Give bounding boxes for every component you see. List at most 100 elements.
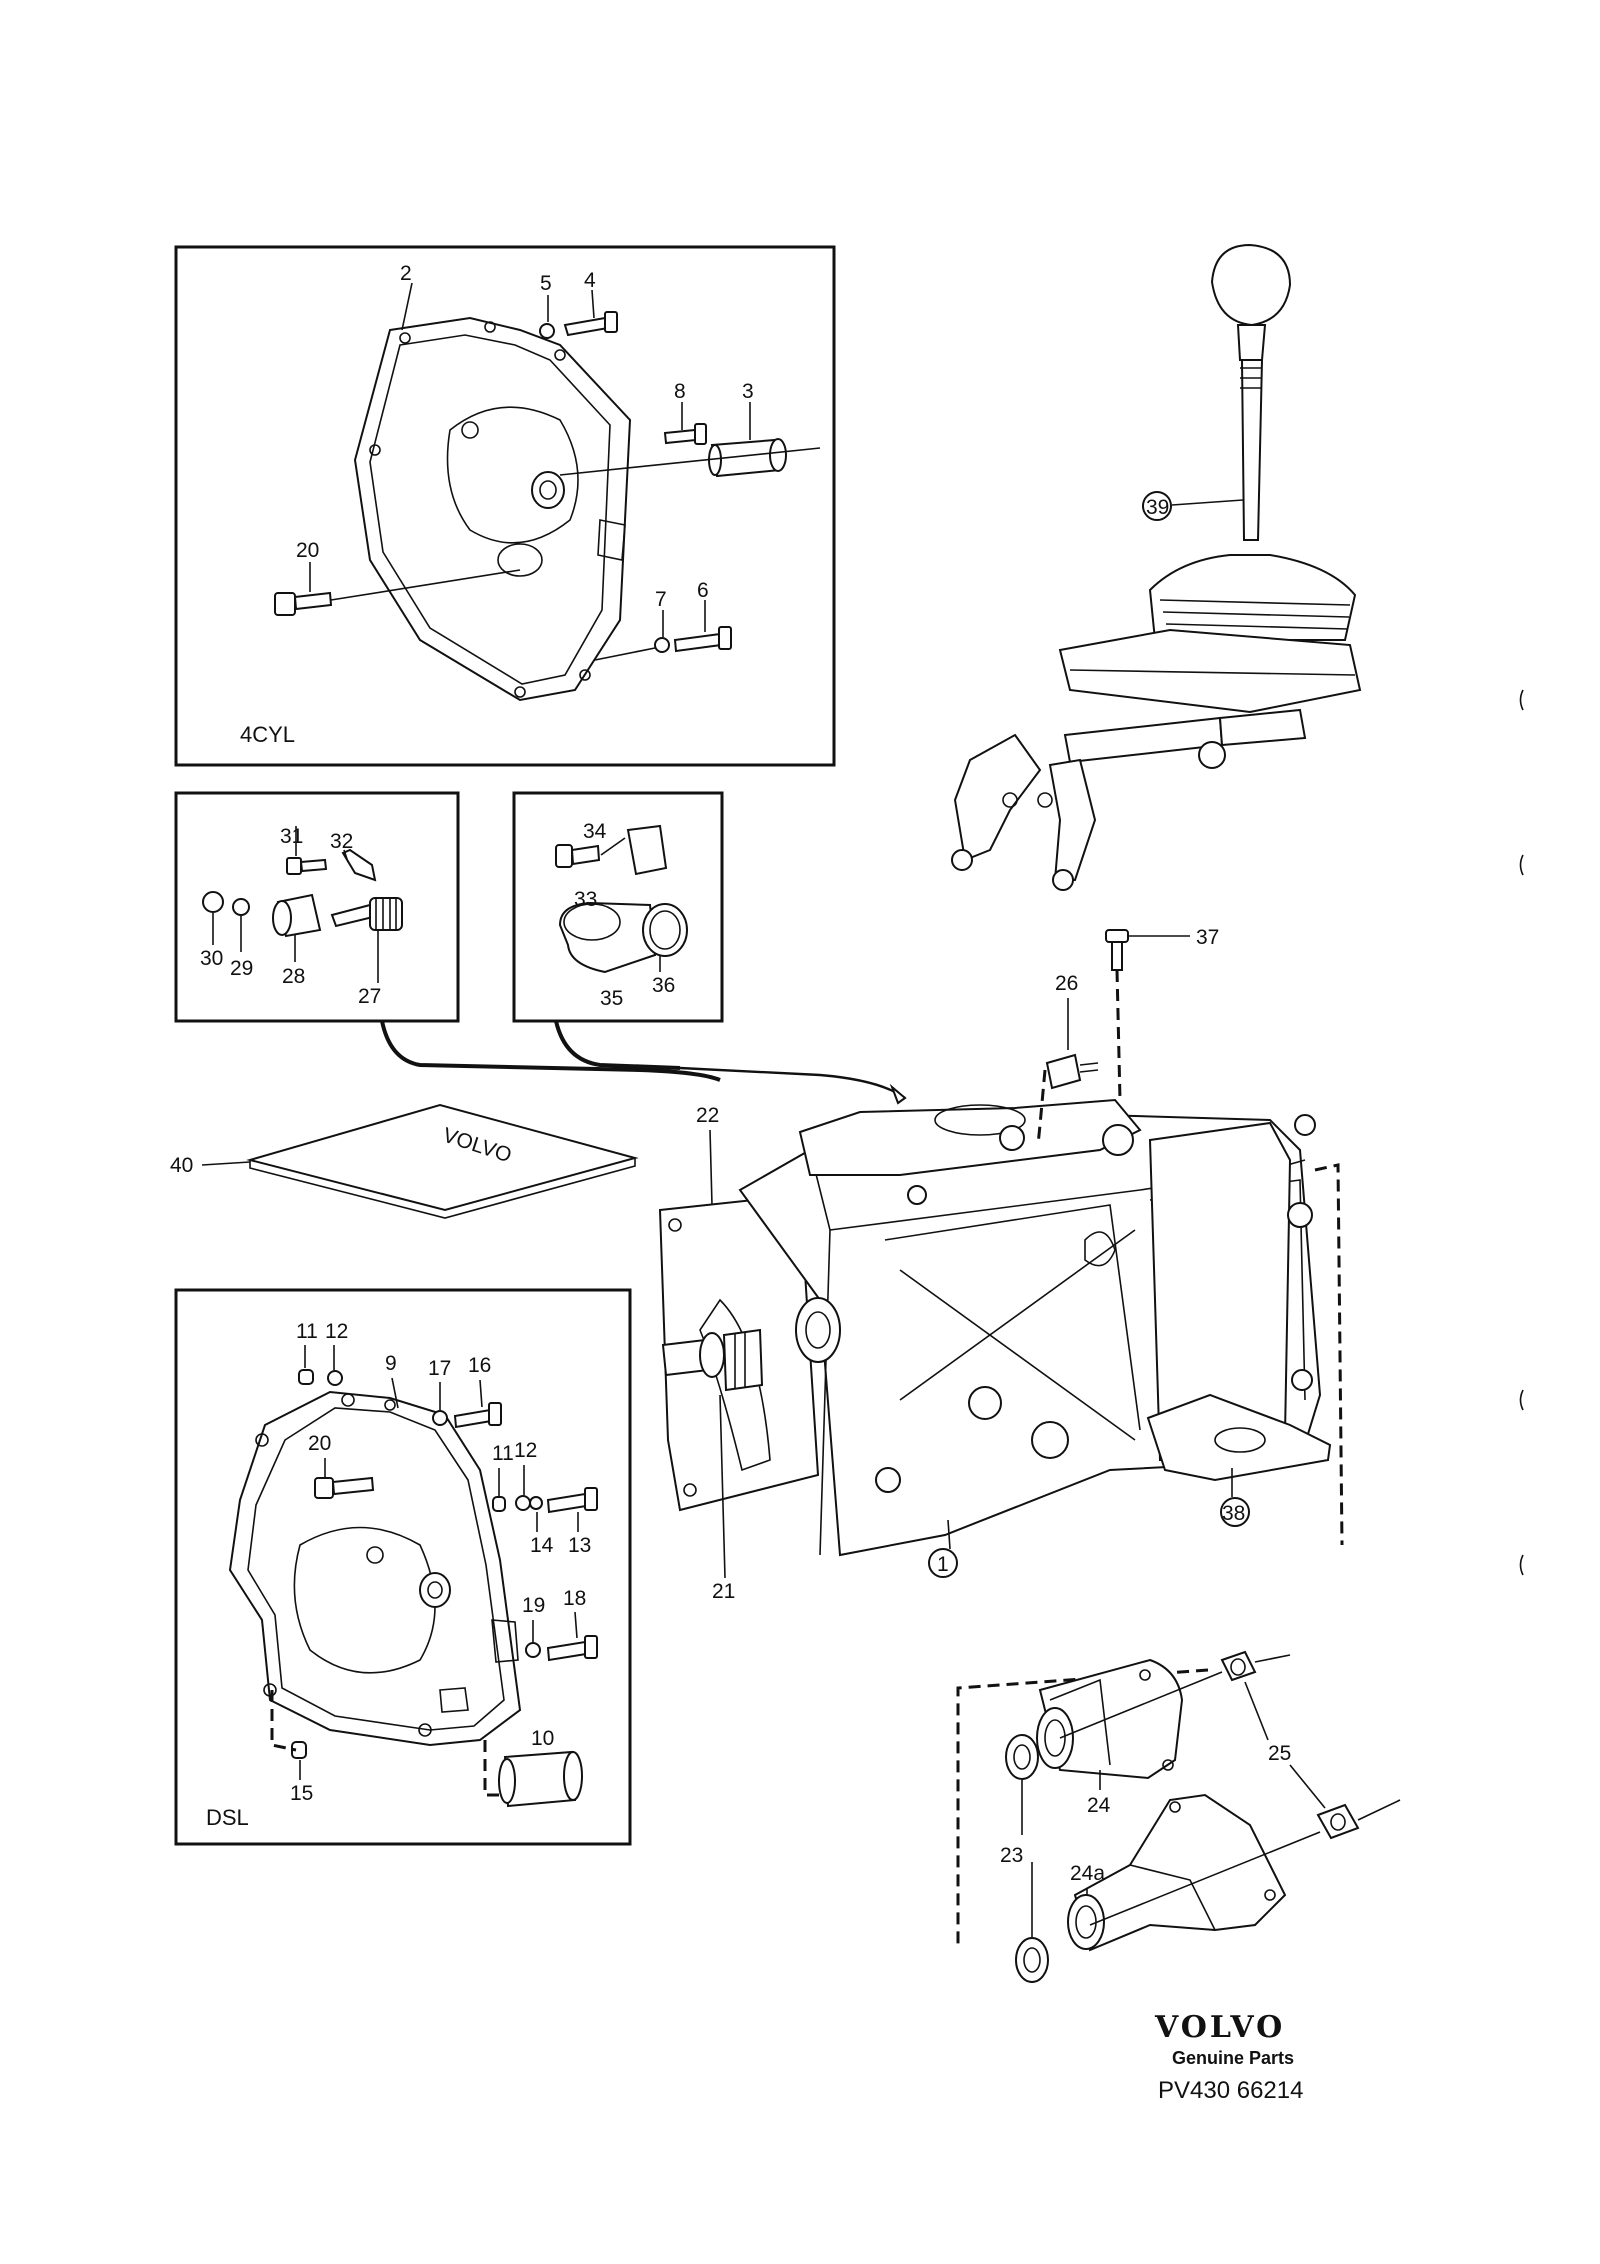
callout-7: 7 bbox=[655, 588, 667, 611]
callout-32: 32 bbox=[330, 830, 353, 853]
clutch-housing-dsl bbox=[228, 1390, 522, 1747]
pin-11-mid bbox=[492, 1496, 506, 1512]
document-number: PV430 66214 bbox=[1158, 2077, 1303, 2104]
bolt-4 bbox=[563, 311, 618, 337]
callout-9: 9 bbox=[385, 1352, 397, 1375]
callout-1-ring bbox=[928, 1548, 958, 1578]
bushing-28 bbox=[272, 893, 322, 938]
panel-speedometer-drive: 31 32 30 29 28 27 bbox=[174, 791, 460, 1023]
callout-26: 26 bbox=[1055, 972, 1078, 995]
pin-15 bbox=[291, 1741, 307, 1759]
callout-29: 29 bbox=[230, 957, 253, 980]
callout-28: 28 bbox=[282, 965, 305, 988]
gear-lever-39: 39 bbox=[951, 243, 1362, 891]
panel-dsl-label: DSL bbox=[206, 1805, 249, 1830]
callout-31: 31 bbox=[280, 825, 303, 848]
callout-20-dsl: 20 bbox=[308, 1432, 331, 1455]
washer-12-top bbox=[327, 1370, 343, 1386]
callout-19: 19 bbox=[522, 1594, 545, 1617]
callout-39-ring bbox=[1142, 491, 1172, 521]
washer-17 bbox=[432, 1410, 448, 1426]
callout-38: 38 bbox=[1222, 1502, 1245, 1525]
callout-35: 35 bbox=[600, 987, 623, 1010]
callout-36: 36 bbox=[652, 974, 675, 997]
bolt-31 bbox=[286, 857, 328, 875]
callout-3: 3 bbox=[742, 380, 754, 403]
owner-manual-40: VOLVO 40 bbox=[170, 1103, 639, 1219]
panel-speedo-adapter: 34 33 35 36 bbox=[512, 791, 724, 1023]
nut-25-top bbox=[1220, 1650, 1257, 1682]
callout-8: 8 bbox=[674, 380, 686, 403]
pin-11-top bbox=[298, 1369, 314, 1385]
bolt-33 bbox=[555, 844, 601, 868]
callout-1: 1 bbox=[937, 1553, 949, 1576]
callout-34: 34 bbox=[583, 820, 607, 843]
panel-4cyl: 4CYL bbox=[174, 245, 836, 767]
callout-5: 5 bbox=[540, 272, 552, 295]
callout-10: 10 bbox=[531, 1727, 554, 1750]
bolt-18 bbox=[546, 1635, 598, 1662]
callout-4: 4 bbox=[584, 269, 596, 292]
washer-14 bbox=[529, 1496, 543, 1510]
callout-38-ring bbox=[1220, 1497, 1250, 1527]
gearbox-mount-38 bbox=[1146, 1393, 1332, 1482]
callout-2: 2 bbox=[400, 262, 412, 285]
plate-34 bbox=[626, 824, 668, 876]
callout-37: 37 bbox=[1196, 926, 1219, 949]
o-ring-29 bbox=[232, 898, 250, 916]
gearbox-1: 37 26 22 21 1 38 bbox=[658, 926, 1344, 1603]
margin-marks bbox=[1519, 689, 1524, 1576]
callout-12-mid: 12 bbox=[514, 1439, 537, 1462]
volvo-logo: VOLVO bbox=[1154, 2010, 1285, 2045]
washer-5 bbox=[539, 323, 555, 339]
callout-17: 17 bbox=[428, 1357, 451, 1380]
callout-13: 13 bbox=[568, 1534, 591, 1557]
bolt-37 bbox=[1105, 929, 1190, 1101]
callout-30: 30 bbox=[200, 947, 223, 970]
bolt-13 bbox=[546, 1487, 598, 1514]
callout-12-top: 12 bbox=[325, 1320, 348, 1343]
panel-speedometer-frame bbox=[174, 791, 460, 1023]
guide-sleeve-3 bbox=[708, 438, 787, 478]
callout-24: 24 bbox=[1087, 1794, 1111, 1817]
panel-output-flanges: 23 24 24a 25 bbox=[956, 1650, 1401, 1983]
bolt-16 bbox=[453, 1402, 502, 1429]
callout-11-mid: 11 bbox=[492, 1442, 514, 1465]
callout-39: 39 bbox=[1146, 496, 1169, 519]
volvo-logo-block: VOLVO Genuine Parts PV430 66214 bbox=[1154, 2010, 1303, 2104]
bolt-8 bbox=[663, 423, 707, 445]
logo-tagline: Genuine Parts bbox=[1172, 2048, 1294, 2068]
callout-15: 15 bbox=[290, 1782, 313, 1805]
callout-11-top: 11 bbox=[296, 1320, 318, 1343]
callout-25: 25 bbox=[1268, 1742, 1291, 1765]
lock-plate-32 bbox=[341, 848, 377, 882]
nut-25-bottom bbox=[1316, 1803, 1360, 1840]
sensor-26 bbox=[1036, 1053, 1099, 1146]
callout-18: 18 bbox=[563, 1587, 586, 1610]
companion-flange-24 bbox=[1036, 1658, 1184, 1780]
callout-16: 16 bbox=[468, 1354, 491, 1377]
callout-33: 33 bbox=[574, 888, 597, 911]
washer-12-mid bbox=[515, 1495, 531, 1511]
seal-23-bottom bbox=[1015, 1937, 1049, 1983]
callout-6: 6 bbox=[697, 579, 709, 602]
callout-23: 23 bbox=[1000, 1844, 1023, 1867]
bolt-20-dsl bbox=[314, 1476, 375, 1499]
callout-14: 14 bbox=[530, 1534, 554, 1557]
panel-4cyl-frame bbox=[174, 245, 836, 767]
callout-40: 40 bbox=[170, 1154, 193, 1177]
connector-line-speedometer bbox=[380, 1020, 721, 1082]
bolt-6 bbox=[673, 626, 732, 653]
panel-dsl-frame bbox=[174, 1288, 632, 1846]
callout-24a: 24a bbox=[1070, 1862, 1105, 1885]
guide-sleeve-10 bbox=[498, 1750, 583, 1808]
panel-adapter-frame bbox=[512, 791, 724, 1023]
drive-gear-27 bbox=[330, 897, 403, 931]
washer-7 bbox=[654, 637, 670, 653]
callout-27: 27 bbox=[358, 985, 381, 1008]
callout-22: 22 bbox=[696, 1104, 719, 1127]
seal-23-top bbox=[1005, 1734, 1039, 1780]
bolt-20-4cyl bbox=[274, 591, 333, 616]
adapter-35 bbox=[558, 901, 657, 974]
